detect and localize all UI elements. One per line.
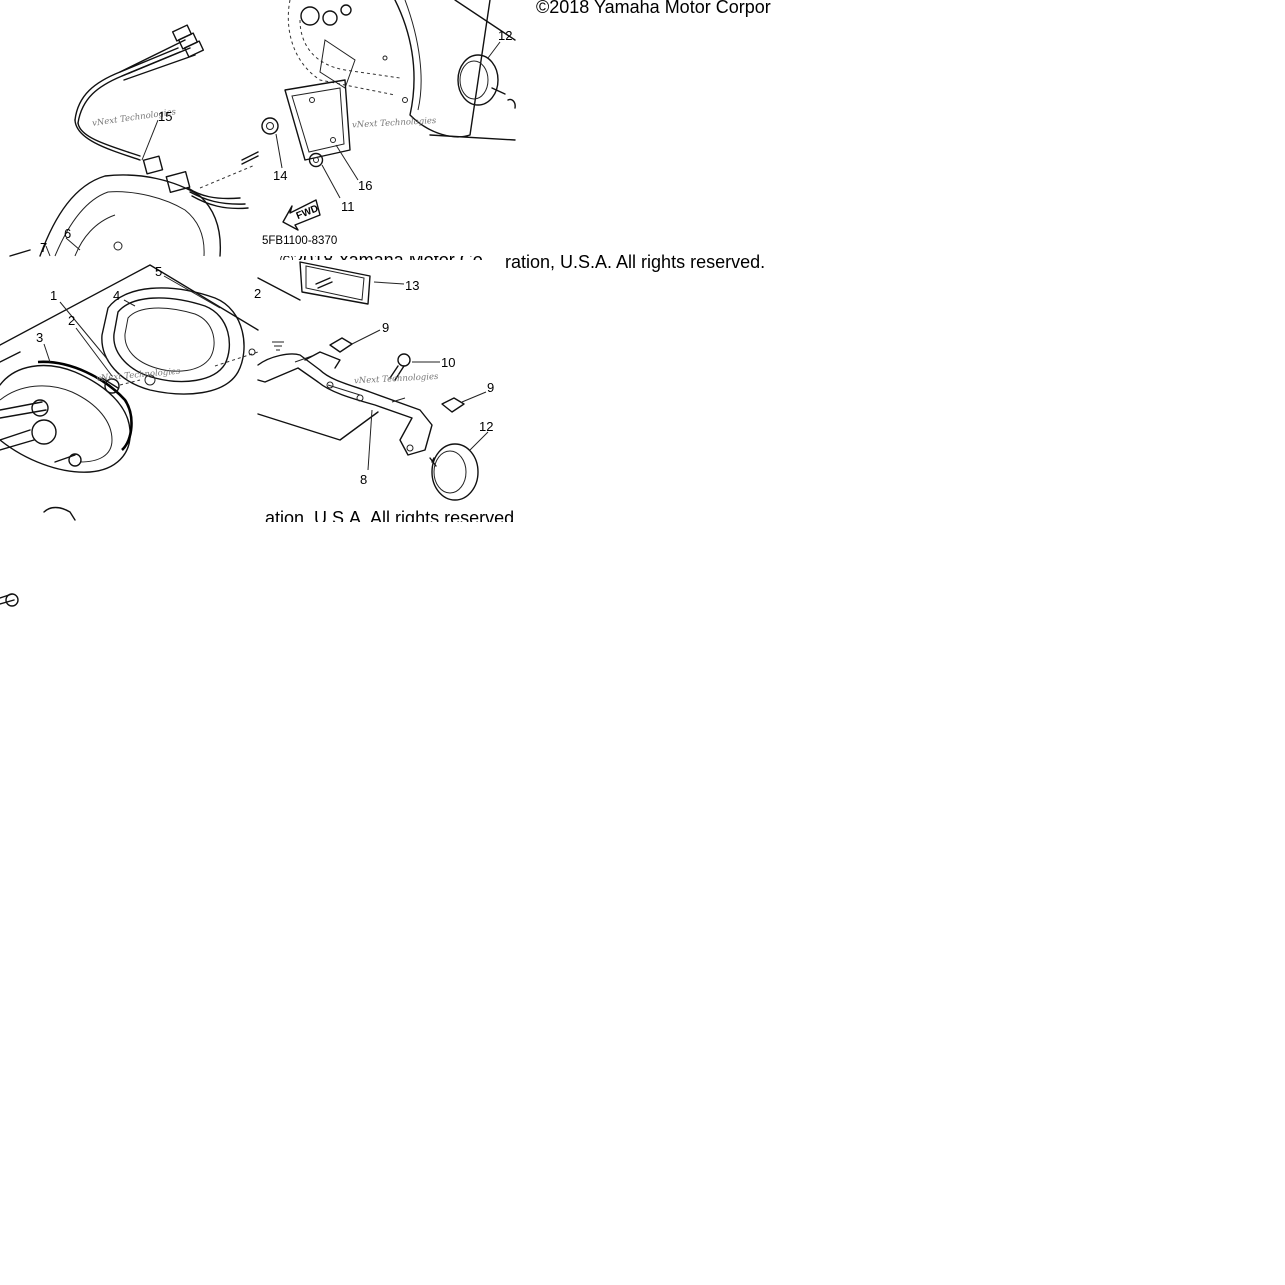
watermark-2: vNext Technologies <box>352 116 437 130</box>
watermark-4: vNext Technologies <box>354 372 439 386</box>
callout-8: 8 <box>360 472 367 487</box>
tail-light-housing <box>287 0 516 141</box>
callout-7: 7 <box>40 240 47 255</box>
callout-2: 2 <box>68 313 75 328</box>
reflector-12-top <box>457 54 516 109</box>
callout-2-fragment: 2 <box>254 286 261 301</box>
callout-14: 14 <box>273 168 287 183</box>
copyright-bottom: ation, U.S.A. All rights reserved. <box>265 508 519 528</box>
callout-12-top: 12 <box>498 28 512 43</box>
grommet-9b <box>441 397 465 413</box>
leader-lines-top <box>45 41 501 257</box>
fwd-label: FWD <box>295 203 320 222</box>
callout-10: 10 <box>441 355 455 370</box>
fragments-bottom-left <box>0 506 76 607</box>
bracket-8 <box>257 341 433 456</box>
callout-16: 16 <box>358 178 372 193</box>
assembly-outline <box>0 264 259 363</box>
copyright-mid-fragment: ©2018 Yamaha Motor Co <box>280 250 483 270</box>
leader-lines-bottom <box>43 275 489 471</box>
copyright-top: ©2018 Yamaha Motor Corpor <box>536 0 771 17</box>
reflector-12-bottom <box>429 443 479 501</box>
wire-harness <box>74 24 256 210</box>
callout-11: 11 <box>341 199 355 214</box>
callout-4: 4 <box>113 288 120 303</box>
screw-10 <box>389 353 411 381</box>
copyright-mid: ration, U.S.A. All rights reserved. <box>505 252 765 272</box>
nut-14 <box>261 117 279 135</box>
callout-6: 6 <box>64 226 71 241</box>
nut-11 <box>308 152 324 168</box>
plate-13 <box>257 261 371 305</box>
lens-cover-4 <box>101 287 259 395</box>
callout-9a: 9 <box>382 320 389 335</box>
lamp-base-3 <box>0 360 156 473</box>
callout-5: 5 <box>155 264 162 279</box>
callout-15: 15 <box>158 109 172 124</box>
bolt-small <box>241 151 259 165</box>
callout-12-bottom: 12 <box>479 419 493 434</box>
callout-3: 3 <box>36 330 43 345</box>
diagram-code: 5FB1100-8370 <box>262 235 337 247</box>
callout-1: 1 <box>50 288 57 303</box>
plate-16 <box>284 79 351 161</box>
callout-13: 13 <box>405 278 419 293</box>
lens-housing <box>9 174 222 257</box>
grommet-9a <box>329 337 353 353</box>
fwd-arrow-icon: FWD <box>282 199 321 231</box>
callout-9b: 9 <box>487 380 494 395</box>
